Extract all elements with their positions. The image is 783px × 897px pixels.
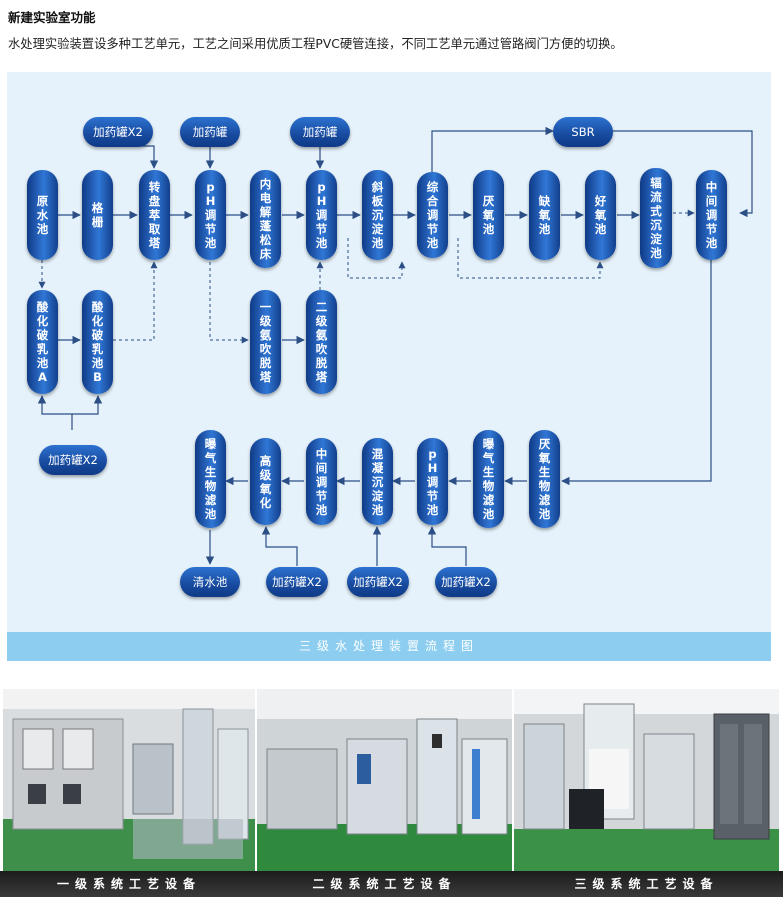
dash-ph2-zonghe [347, 238, 406, 279]
flow-diagram-panel [7, 72, 771, 661]
node-gezha: 格栅 [82, 170, 113, 260]
node-ph-pool-2: pH调节池 [306, 170, 337, 260]
node-zonghe-pool: 综合调节池 [417, 172, 448, 258]
node-ph-pool-1: pH调节池 [195, 170, 226, 260]
photo-level2-equipment [257, 689, 512, 872]
node-zhongjian-pool-1: 中间调节池 [696, 170, 727, 260]
arrow-sbr-zhongjian [613, 130, 753, 218]
dash-ph1-anchui1 [209, 262, 249, 344]
arrow-jiayao-gaoji [261, 526, 298, 566]
photo-level1-equipment [3, 689, 255, 872]
node-anchui-tower-2: 二级氨吹脱塔 [306, 290, 337, 394]
pill-jiayao-x2-gaoji: 加药罐X2 [266, 567, 328, 597]
node-haoyang-pool: 好氧池 [585, 170, 616, 260]
node-neidian-bed: 内电解蓬松床 [250, 170, 281, 268]
photo-label-level3: 三级系统工艺设备 [574, 877, 719, 891]
arrow-zhongjian-yanyang2 [561, 258, 712, 486]
photo-level1-image [3, 689, 255, 872]
pill-jiayao-x2-top: 加药罐X2 [83, 117, 153, 147]
node-zhuanpan-tower: 转盘萃取塔 [139, 170, 170, 260]
node-yanyang-filter: 厌氧生物滤池 [529, 430, 560, 528]
node-ph-pool-3: pH调节池 [417, 438, 448, 525]
node-suan-pool-a: 酸化破乳池A [27, 290, 58, 394]
arrow-jiayao-zhuanpan [121, 145, 159, 169]
photo-level3-image [514, 689, 779, 872]
dash-zonghe-haoyang [457, 238, 604, 279]
photo-label-level2: 二级系统工艺设备 [312, 877, 457, 891]
pill-jiayao-ph2: 加药罐 [290, 117, 350, 147]
section-title: 新建实验室功能 [8, 10, 96, 25]
diagram-caption: 三级水处理装置流程图 [298, 639, 479, 653]
arrow-zonghe-sbr [431, 126, 554, 172]
pill-sbr: SBR [553, 117, 613, 147]
pill-qingshui-pool: 清水池 [180, 567, 240, 597]
node-xieban-pool: 斜板沉淀池 [362, 170, 393, 260]
section-description: 水处理实验装置设多种工艺单元，工艺之间采用优质工程PVC硬管连接，不同工艺单元通… [8, 37, 623, 51]
node-yanyang-pool: 厌氧池 [473, 170, 504, 260]
photo-label-level1: 一级系统工艺设备 [56, 877, 201, 891]
arrow-jiayao-ph3 [427, 526, 467, 566]
arrow-jiayao-suanB [72, 395, 103, 415]
arrow-jiayao-suanA [37, 395, 73, 430]
photo-level2-image [257, 689, 512, 872]
node-queyang-pool: 缺氧池 [529, 170, 560, 260]
node-suan-pool-b: 酸化破乳池B [82, 290, 113, 394]
dash-suanB-zhuanpan [113, 261, 158, 341]
photo-label-bar [0, 871, 783, 897]
pill-jiayao-ph1: 加药罐 [180, 117, 240, 147]
pill-jiayao-x2-acid: 加药罐X2 [39, 445, 107, 475]
photo-level3-equipment [514, 689, 779, 872]
node-zhongjian-pool-2: 中间调节池 [306, 438, 337, 525]
node-hunning-pool: 混凝沉淀池 [362, 438, 393, 525]
node-fuliu-pool: 辐流式沉淀池 [640, 168, 672, 268]
node-puqi-filter-2: 曝气生物滤池 [195, 430, 226, 528]
node-gaoji-oxidation: 高级氧化 [250, 438, 281, 525]
pill-jiayao-x2-ph3: 加药罐X2 [435, 567, 497, 597]
diagram-caption-bar [7, 632, 771, 661]
pill-jiayao-x2-hunning: 加药罐X2 [347, 567, 409, 597]
node-anchui-tower-1: 一级氨吹脱塔 [250, 290, 281, 394]
node-yuanshui-pool: 原水池 [27, 170, 58, 260]
node-puqi-filter-1: 曝气生物滤池 [473, 430, 504, 528]
